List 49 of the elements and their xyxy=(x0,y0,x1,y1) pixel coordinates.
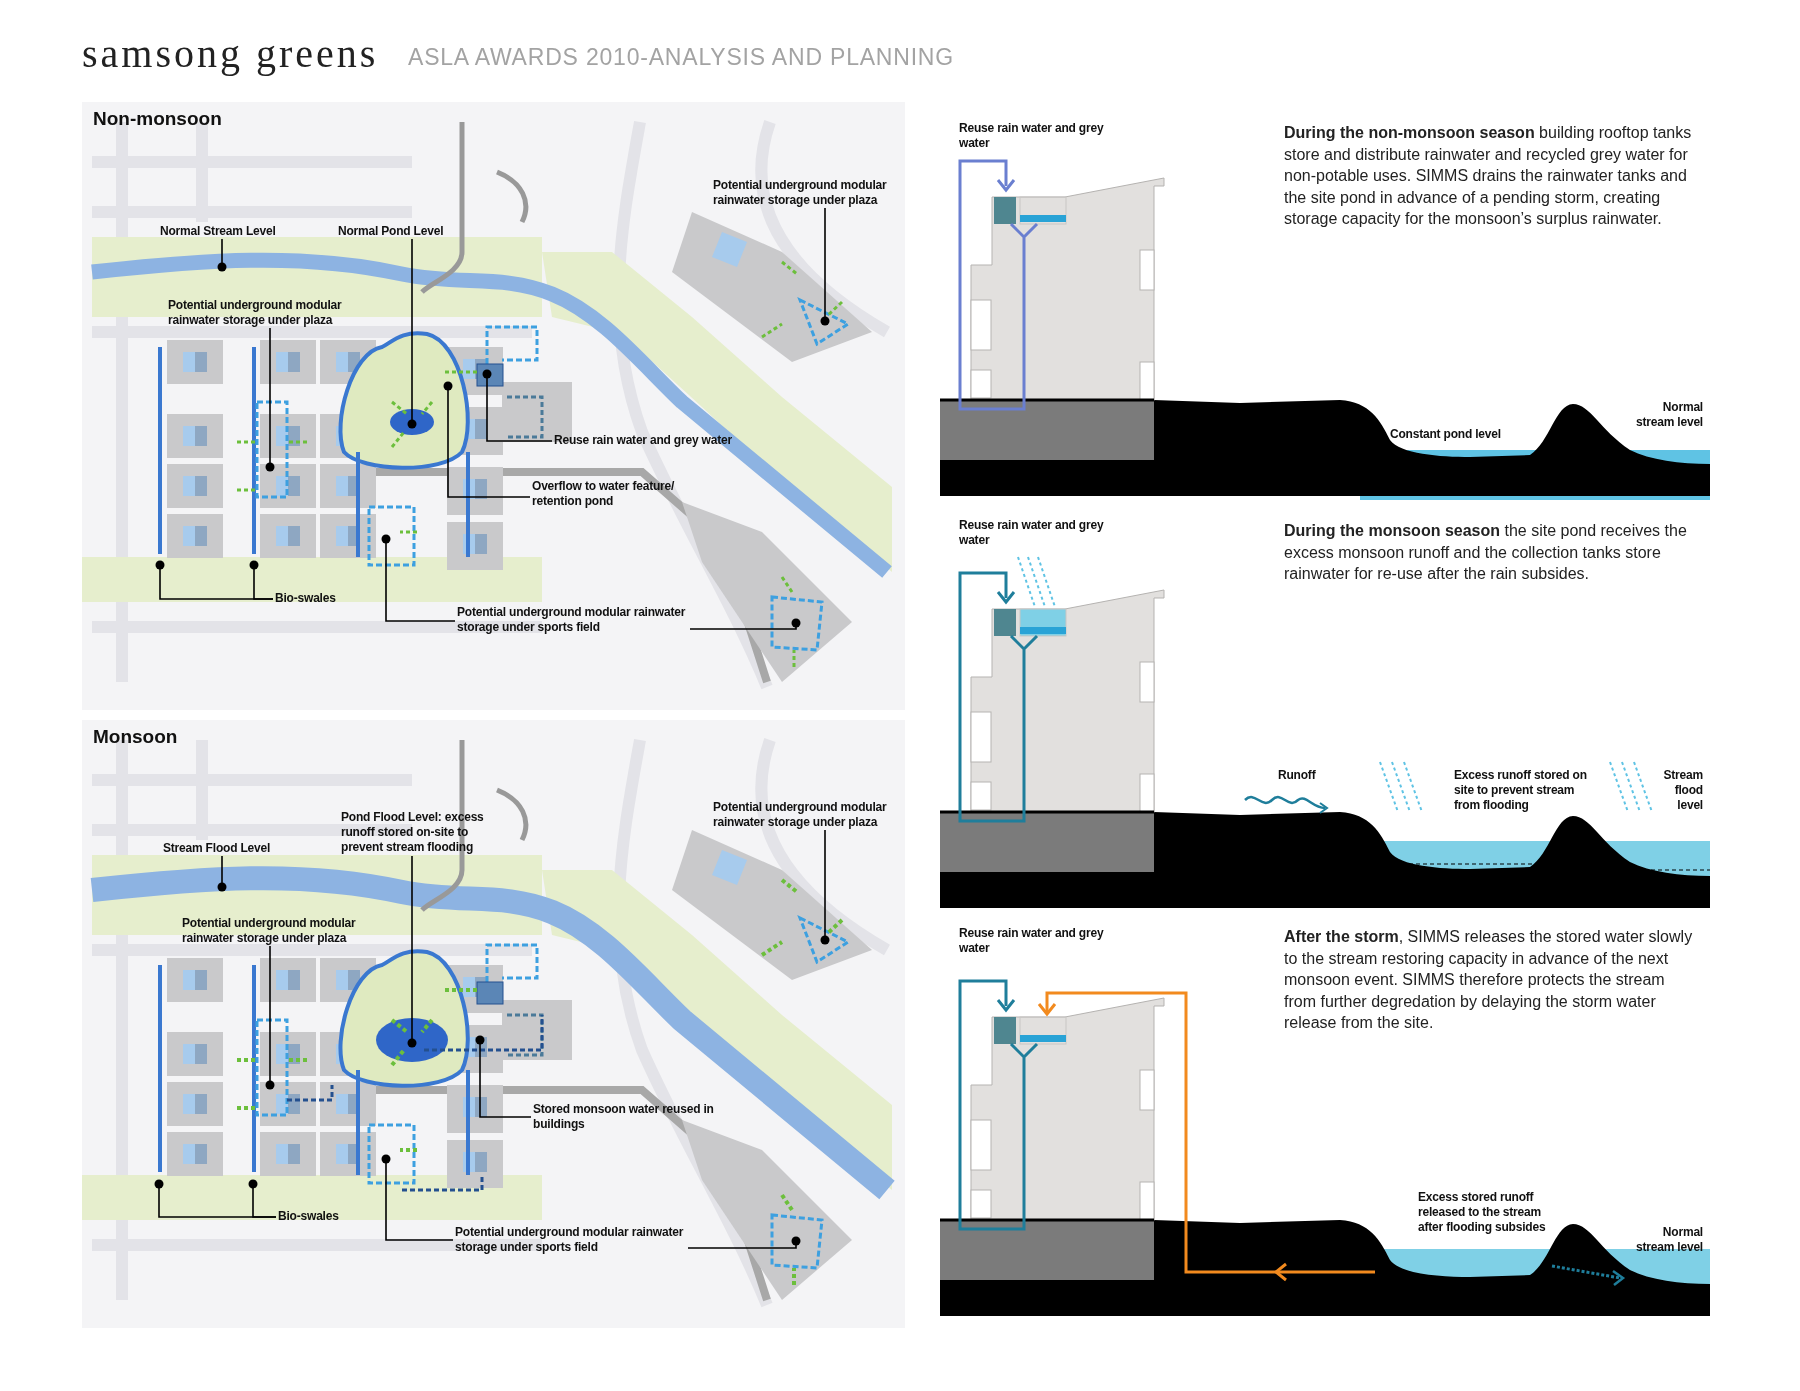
leader-line xyxy=(248,1179,277,1218)
leader-line xyxy=(217,855,227,892)
callout-label: Normal Pond Level xyxy=(338,224,468,239)
callout-label: Constant pond level xyxy=(1390,427,1530,442)
description-paragraph: After the storm, SIMMS releases the stored water slowly to the stream restoring capacity in advance of the next monsoon event. SIMMS therefore protects the stream from further degredation by delaying the storm water release from the site. xyxy=(1284,927,1694,1033)
leader-line xyxy=(265,945,275,1090)
callout-label: Bio-swales xyxy=(278,1209,358,1224)
description-paragraph: During the monsoon season the site pond receives the excess monsoon runoff and the collection tanks store rainwater for re-use after the rain subsides. xyxy=(1284,521,1688,584)
callout-label: Pond Flood Level: excess runoff stored on-site to prevent stream flooding xyxy=(341,810,506,855)
callout-label: Bio-swales xyxy=(275,591,355,606)
callout-label: Potential underground modular rainwater storage under plaza xyxy=(713,178,918,208)
leader-line xyxy=(687,1236,801,1249)
leader-line xyxy=(249,560,274,600)
leader-line xyxy=(265,327,275,472)
callout-label: Reuse rain water and grey water xyxy=(959,121,1109,151)
callout-label: Reuse rain water and grey water xyxy=(959,926,1109,956)
page-subtitle: ASLA AWARDS 2010-ANALYSIS AND PLANNING xyxy=(408,44,954,71)
callout-label: Normal stream level xyxy=(1623,400,1703,430)
leader-line xyxy=(482,369,553,442)
callout-label: Potential underground modular rainwater storage under plaza xyxy=(182,916,387,946)
description-paragraph: During the non-monsoon season building rooftop tanks store and distribute rainwater and recycled grey water for non-potable uses. SIMMS drains the rainwater tanks and the site pond in advance of a pending storm, creating storage capacity for the monsoon’s surplus rainwater. xyxy=(1284,123,1693,229)
callout-label: Potential underground modular rainwater storage under plaza xyxy=(713,800,918,830)
callout-label: Normal stream level xyxy=(1623,1225,1703,1255)
leader-line xyxy=(407,238,417,429)
callout-label: Potential underground modular rainwater storage under sports field xyxy=(455,1225,687,1255)
leader-line xyxy=(217,238,227,272)
callout-label: Stream Flood Level xyxy=(163,841,303,856)
callout-label: Reuse rain water and grey water xyxy=(959,518,1109,548)
panel-heading: Monsoon xyxy=(93,726,178,748)
callout-label: Excess runoff stored on site to prevent stream from flooding xyxy=(1454,768,1589,813)
leader-line xyxy=(381,534,456,622)
leader-line xyxy=(689,618,801,630)
panel-heading: Non-monsoon xyxy=(93,108,222,130)
leader-line xyxy=(820,829,830,945)
callout-label: Normal Stream Level xyxy=(160,224,300,239)
callout-label: Excess stored runoff released to the stream after flooding subsides xyxy=(1418,1190,1568,1235)
callout-label: Stream flood level xyxy=(1653,768,1703,813)
page-title: samsong greens xyxy=(82,30,379,77)
callout-label: Potential underground modular rainwater storage under plaza xyxy=(168,298,373,328)
callout-label: Stored monsoon water reused in buildings xyxy=(533,1102,733,1132)
leader-line xyxy=(443,381,531,498)
callout-label: Runoff xyxy=(1278,768,1338,783)
callout-label: Overflow to water feature/ retention pond xyxy=(532,479,702,509)
callout-label: Reuse rain water and grey water xyxy=(554,433,794,448)
callout-label: Potential underground modular rainwater storage under sports field xyxy=(457,605,689,635)
leader-line xyxy=(475,1035,532,1118)
leader-line xyxy=(381,1154,454,1241)
leader-line xyxy=(407,855,417,1048)
leader-line xyxy=(820,207,830,326)
